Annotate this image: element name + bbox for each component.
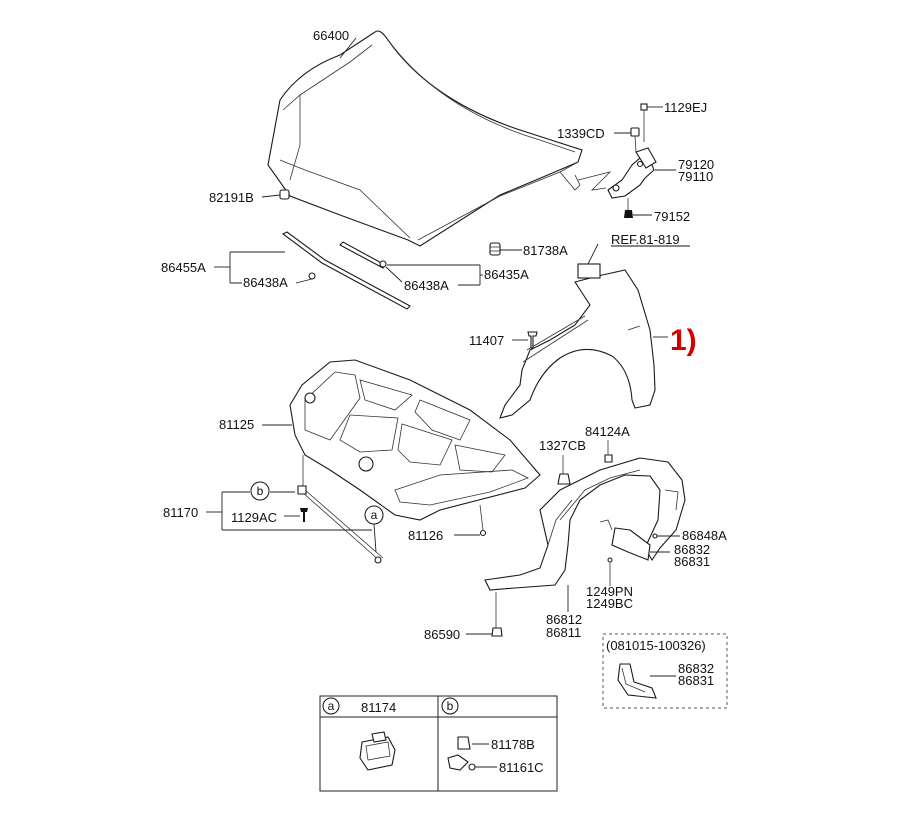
label-86832-a: 86832 <box>674 542 710 557</box>
label-81738a: 81738A <box>523 243 568 258</box>
label-79152: 79152 <box>654 209 690 224</box>
callout-1: 1) <box>670 324 697 357</box>
label-86831-b: 86831 <box>678 673 714 688</box>
hood-leader <box>339 37 357 59</box>
label-1129ej: 1129EJ <box>664 100 707 115</box>
label-86455a: 86455A <box>161 260 206 275</box>
label-1249bc: 1249BC <box>586 596 633 611</box>
label-86590: 86590 <box>424 627 460 642</box>
label-86438a-left: 86438A <box>243 275 288 290</box>
parts-table <box>319 695 558 792</box>
wheel-liner <box>466 440 686 637</box>
hood-seal-strip <box>214 231 483 310</box>
hood-panel <box>267 30 583 247</box>
fender <box>499 243 668 419</box>
label-1327cb: 1327CB <box>539 438 586 453</box>
mudguard-inset <box>602 633 728 709</box>
stopper <box>489 242 522 256</box>
label-ref: REF.81-819 <box>611 232 680 247</box>
label-84124a: 84124A <box>585 424 630 439</box>
table-part-81174: 81174 <box>361 700 396 715</box>
label-86811: 86811 <box>546 625 581 640</box>
label-79120: 79120 <box>678 157 714 172</box>
hood-bumper <box>261 189 290 200</box>
label-1339cd: 1339CD <box>557 126 605 141</box>
label-86848a: 86848A <box>682 528 727 543</box>
table-part-81161c: 81161C <box>499 760 544 775</box>
label-82191b: 82191B <box>209 190 254 205</box>
marker-a-stay: a <box>371 508 378 522</box>
hood-insulator <box>262 359 541 537</box>
marker-b-stay: b <box>257 484 264 498</box>
hood-hinge <box>577 103 676 218</box>
label-1249pn: 1249PN <box>586 584 633 599</box>
label-81126: 81126 <box>408 528 443 543</box>
label-81125: 81125 <box>219 417 254 432</box>
labels: 66400 82191B 1129EJ 1339CD 79120 79110 7… <box>161 28 727 775</box>
label-79110: 79110 <box>678 169 713 184</box>
label-1129ac: 1129AC <box>231 510 277 525</box>
label-66400: 66400 <box>313 28 349 43</box>
label-86438a-right: 86438A <box>404 278 449 293</box>
label-86831-a: 86831 <box>674 554 710 569</box>
label-86832-b: 86832 <box>678 661 714 676</box>
label-86812: 86812 <box>546 612 582 627</box>
label-mudguard-date: (081015-100326) <box>606 638 706 653</box>
table-marker-a: a <box>328 699 335 713</box>
label-81170: 81170 <box>163 505 198 520</box>
label-11407: 11407 <box>469 333 504 348</box>
hood-stay <box>206 455 384 564</box>
table-marker-b: b <box>447 699 454 713</box>
label-86435a: 86435A <box>484 267 529 282</box>
table-part-81178b: 81178B <box>491 737 535 752</box>
